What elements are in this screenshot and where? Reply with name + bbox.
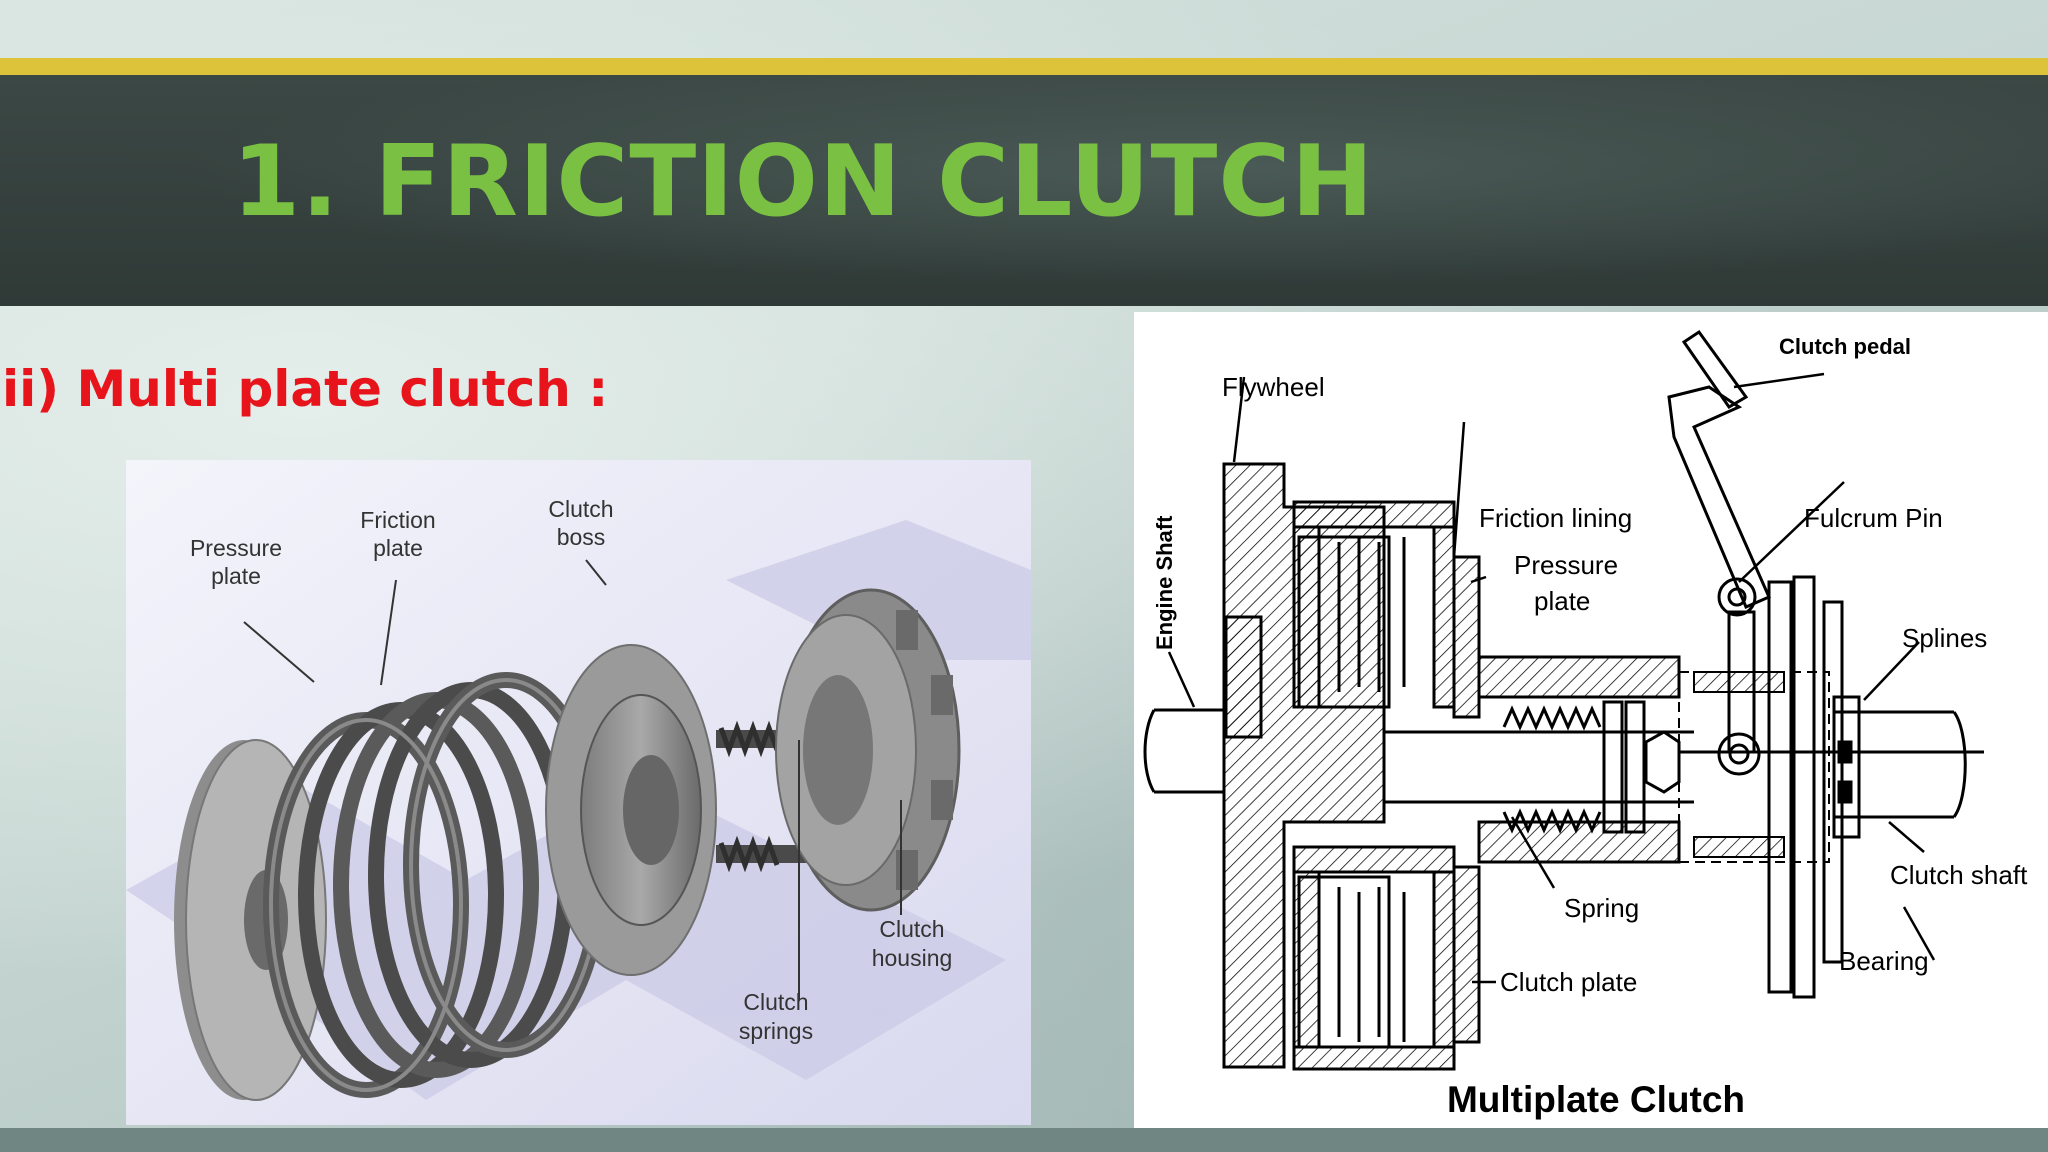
- bottom-strip: [0, 1128, 2048, 1152]
- diagram-title: Multiplate Clutch: [1447, 1079, 1745, 1120]
- label-pressure-plate-diagram-2: plate: [1534, 586, 1590, 616]
- clutch-boss-part: [545, 644, 717, 976]
- label-pressure-plate: Pressure: [190, 535, 282, 561]
- label-clutch-springs-2: springs: [739, 1018, 813, 1044]
- gold-accent-bar: [0, 58, 2048, 75]
- diagram-leader-lines: [1167, 372, 1936, 984]
- label-clutch-plate: Clutch plate: [1500, 967, 1637, 997]
- label-friction-lining: Friction lining: [1479, 503, 1632, 533]
- label-splines: Splines: [1902, 623, 1987, 653]
- friction-plates-upper: [1292, 500, 1481, 719]
- release-bearing-housing: [1678, 671, 1830, 863]
- label-bearing: Bearing: [1839, 946, 1929, 976]
- label-flywheel: Flywheel: [1222, 372, 1325, 402]
- clutch-housing-part: [775, 588, 961, 912]
- label-fulcrum-pin: Fulcrum Pin: [1804, 503, 1943, 533]
- flywheel-part: [1222, 462, 1386, 1069]
- label-clutch-housing: Clutch: [879, 916, 944, 942]
- exploded-clutch-illustration: Pressure plate Friction plate Clutch bos…: [126, 460, 1031, 1125]
- cross-section-drawing: Clutch pedal Flywheel Engine Shaft Frict…: [1143, 329, 2028, 1120]
- label-friction-plate-2: plate: [373, 535, 423, 561]
- label-spring: Spring: [1564, 893, 1639, 923]
- label-pressure-plate-diagram: Pressure: [1514, 550, 1618, 580]
- label-clutch-housing-2: housing: [872, 945, 953, 971]
- slide-subtitle: ii) Multi plate clutch :: [2, 360, 609, 418]
- label-engine-shaft: Engine Shaft: [1152, 515, 1177, 650]
- label-clutch-pedal: Clutch pedal: [1779, 334, 1911, 359]
- slide-title: 1. FRICTION CLUTCH: [232, 125, 1375, 239]
- engine-shaft-part: [1143, 708, 1224, 794]
- friction-plates-part: [263, 672, 609, 1098]
- leader-lines: [243, 559, 902, 1000]
- friction-plates-lower: [1292, 845, 1481, 1071]
- bearing-part: [1767, 575, 1861, 999]
- clutch-render-image: Pressure plate Friction plate Clutch bos…: [126, 460, 1031, 1125]
- label-clutch-springs: Clutch: [743, 989, 808, 1015]
- clutch-pedal-part: [1667, 329, 1771, 776]
- label-friction-plate: Friction: [360, 507, 435, 533]
- label-clutch-boss: Clutch: [548, 496, 613, 522]
- multiplate-clutch-diagram: Clutch pedal Flywheel Engine Shaft Frict…: [1134, 312, 2048, 1128]
- title-band: [0, 75, 2048, 306]
- label-pressure-plate-2: plate: [211, 563, 261, 589]
- clutch-shaft-part: [1679, 671, 1984, 858]
- label-clutch-shaft: Clutch shaft: [1890, 860, 2028, 890]
- label-clutch-boss-2: boss: [557, 524, 606, 550]
- spring-part: [1502, 700, 1681, 834]
